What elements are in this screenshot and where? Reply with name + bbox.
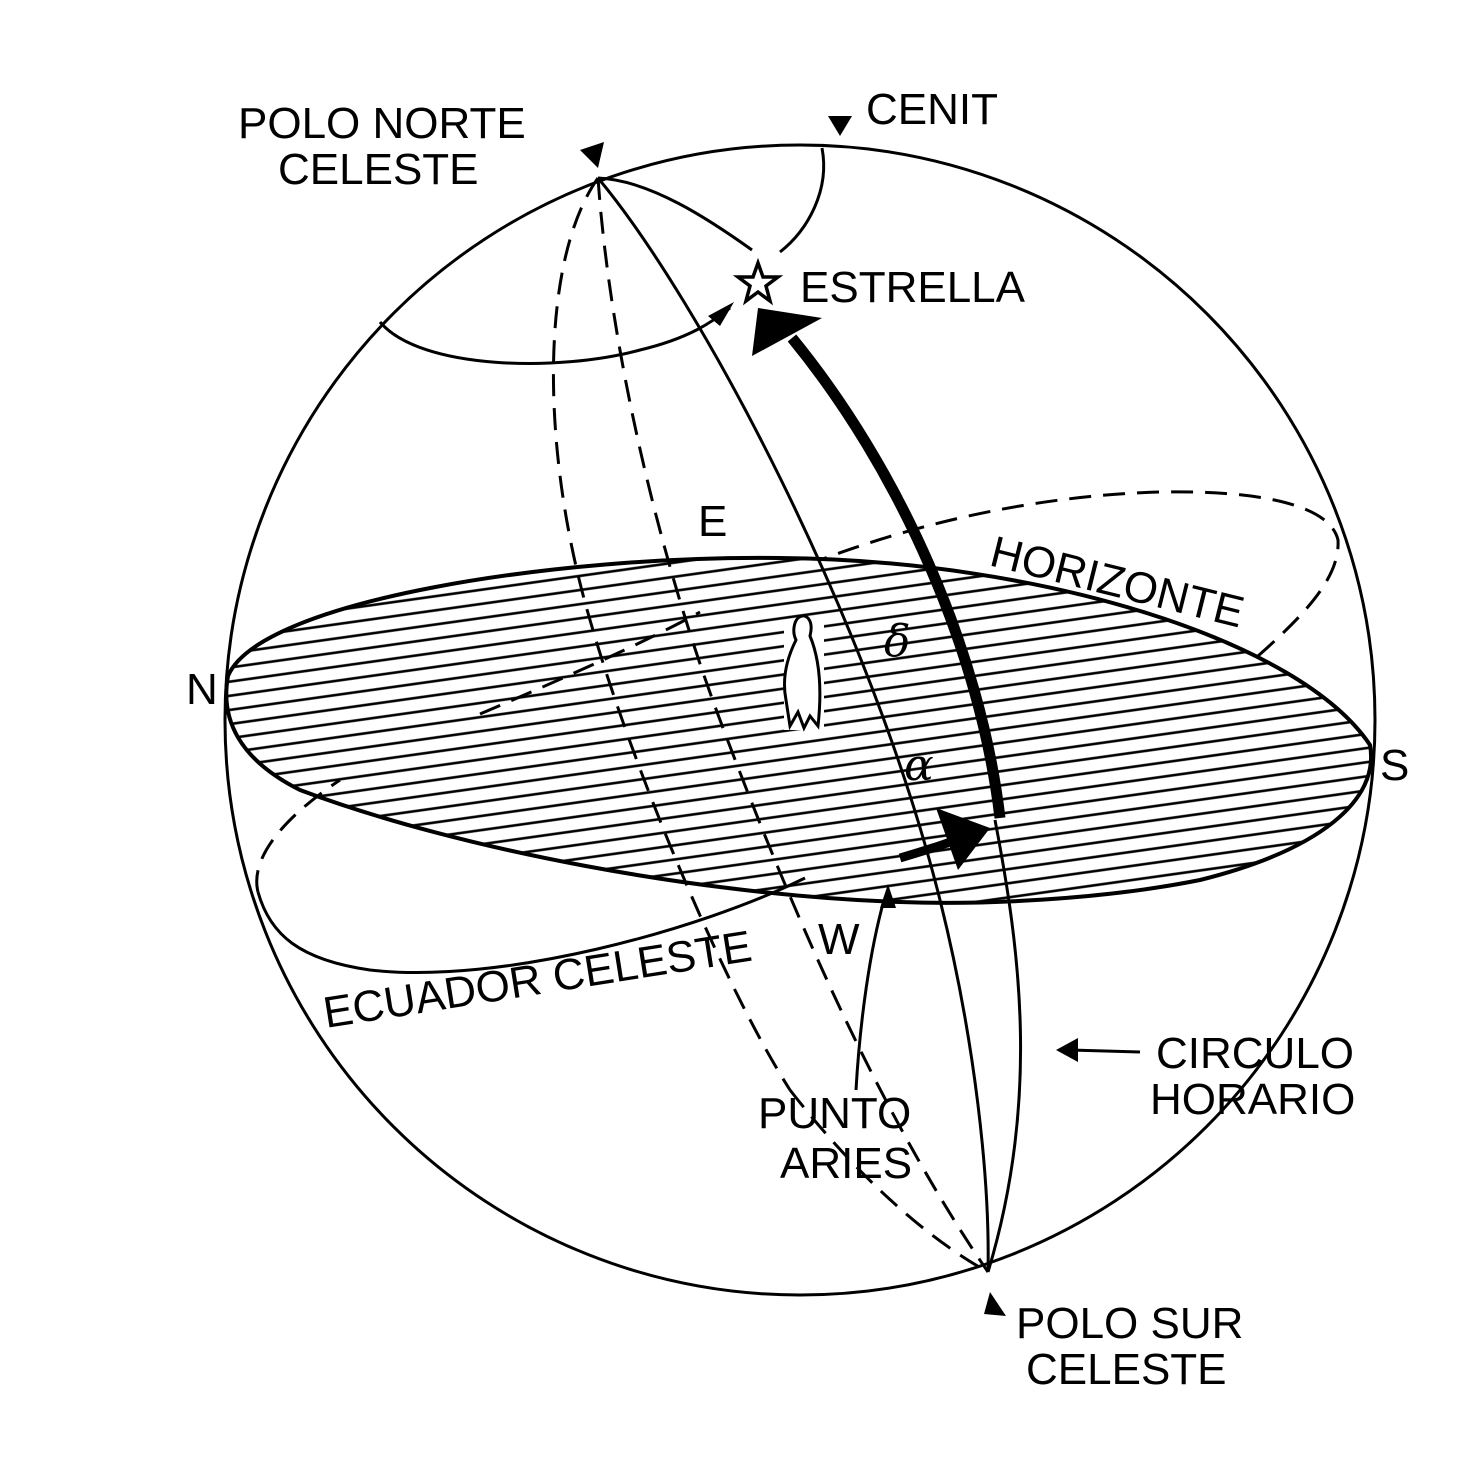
label-ecuador-celeste: ECUADOR CELESTE xyxy=(320,922,755,1038)
circulo-horario-arrowhead xyxy=(1056,1038,1078,1062)
label-estrella: ESTRELLA xyxy=(800,263,1026,312)
declination-arrowhead xyxy=(708,302,734,326)
celestial-sphere xyxy=(223,143,1377,1297)
polo-sur-pointer xyxy=(984,1292,1006,1316)
celestial-equator-front xyxy=(256,876,806,974)
right-ascension-arrowhead xyxy=(936,808,990,870)
label-west: W xyxy=(818,915,860,964)
label-punto-line1: PUNTO xyxy=(758,1089,911,1138)
label-cenit: CENIT xyxy=(866,85,998,134)
label-east: E xyxy=(698,497,727,546)
right-ascension-arrow xyxy=(898,837,952,863)
label-delta: δ xyxy=(884,616,911,667)
celestial-equator-back-center xyxy=(479,610,701,716)
zenith-arc xyxy=(779,147,826,254)
label-alpha: α xyxy=(904,740,934,791)
declination-arrow xyxy=(787,334,1006,819)
label-polo-sur-line1: POLO SUR xyxy=(1016,1299,1243,1348)
punto-aries-arrowhead xyxy=(880,884,896,908)
pole-to-star-arc xyxy=(597,176,753,252)
label-punto-line2: ARIES xyxy=(780,1139,912,1188)
star-icon xyxy=(732,257,784,306)
label-circulo-line2: HORARIO xyxy=(1150,1075,1355,1124)
label-circulo-line1: CIRCULO xyxy=(1156,1029,1354,1078)
declination-arrowhead-big xyxy=(752,308,822,356)
label-north: N xyxy=(186,665,218,714)
meridian-dashed-left xyxy=(552,177,792,1091)
label-polo-sur-line2: CELESTE xyxy=(1026,1345,1227,1394)
punto-aries-line xyxy=(854,899,886,1091)
label-polo-norte-line2: CELESTE xyxy=(278,145,479,194)
declination-parallel xyxy=(378,306,731,365)
label-south: S xyxy=(1380,741,1409,790)
cenit-pointer xyxy=(828,116,852,136)
polo-norte-pointer xyxy=(580,142,604,168)
hour-circle xyxy=(596,177,990,1273)
celestial-equator-right xyxy=(819,490,1340,658)
meridian-dashed-lower xyxy=(788,1089,989,1274)
circulo-horario-line xyxy=(1069,1048,1141,1054)
observer-figure xyxy=(782,614,824,732)
horizon-plane xyxy=(224,555,1374,905)
celestial-equator-back-left xyxy=(255,778,341,893)
label-polo-norte-line1: POLO NORTE xyxy=(238,99,526,148)
hour-circle-back xyxy=(986,819,1023,1273)
